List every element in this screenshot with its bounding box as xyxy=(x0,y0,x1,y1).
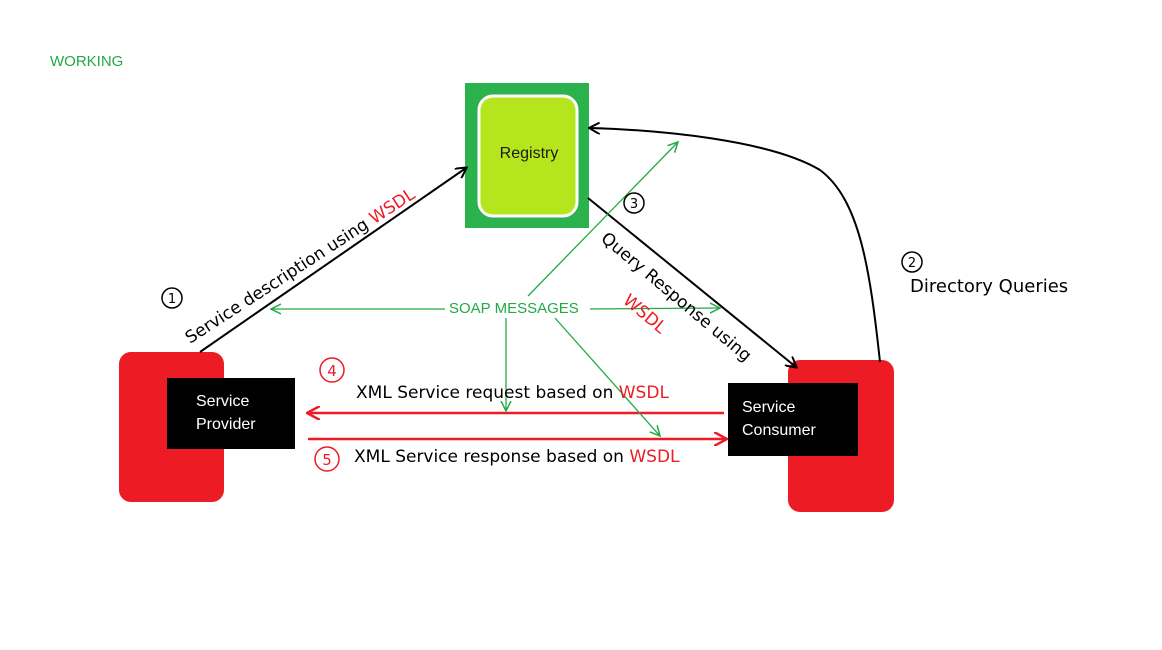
step3-label: Query Response using xyxy=(597,229,755,366)
query-response-arrow xyxy=(587,197,796,367)
step4-wsdl: WSDL xyxy=(618,383,669,403)
directory-query-arrow xyxy=(590,128,881,363)
step4-circle xyxy=(319,357,345,383)
diagram-title: WORKING xyxy=(50,53,124,70)
step5-number: 5 xyxy=(322,451,332,469)
step5-wsdl: WSDL xyxy=(629,447,680,467)
soap-messages-label: SOAP MESSAGES xyxy=(449,300,579,317)
step3-number: 3 xyxy=(630,197,638,212)
step1-label: Service description using WSDL xyxy=(182,184,419,348)
consumer-black-box xyxy=(728,383,858,456)
step4-number: 4 xyxy=(327,362,337,380)
provider-label-line1: Service xyxy=(196,393,250,410)
step3-circle xyxy=(623,192,645,214)
consumer-label-line2: Consumer xyxy=(742,422,816,439)
registry-label: Registry xyxy=(499,145,559,162)
step2-circle xyxy=(901,251,923,273)
registry-inner-box xyxy=(477,94,579,218)
provider-label: Service Provider xyxy=(196,390,256,436)
step1-number: 1 xyxy=(168,292,176,307)
consumer-label: Service Consumer xyxy=(742,396,816,442)
step5-circle xyxy=(314,446,340,472)
step1-circle xyxy=(161,287,183,309)
provider-label-line2: Provider xyxy=(196,416,256,433)
publish-arrow xyxy=(199,168,466,353)
step5-text: XML Service response based on xyxy=(354,447,630,467)
step4-text: XML Service request based on xyxy=(356,383,619,403)
soap-arrow-consumer xyxy=(554,317,660,436)
step5-label: XML Service response based on WSDL xyxy=(354,447,680,467)
soap-arrow-registry xyxy=(527,142,678,297)
step2-label: Directory Queries xyxy=(910,276,1069,297)
step4-label: XML Service request based on WSDL xyxy=(356,383,669,403)
consumer-label-line1: Service xyxy=(742,399,796,416)
step2-number: 2 xyxy=(908,256,916,271)
provider-black-box xyxy=(167,378,295,449)
soap-arrow-right xyxy=(589,308,720,309)
